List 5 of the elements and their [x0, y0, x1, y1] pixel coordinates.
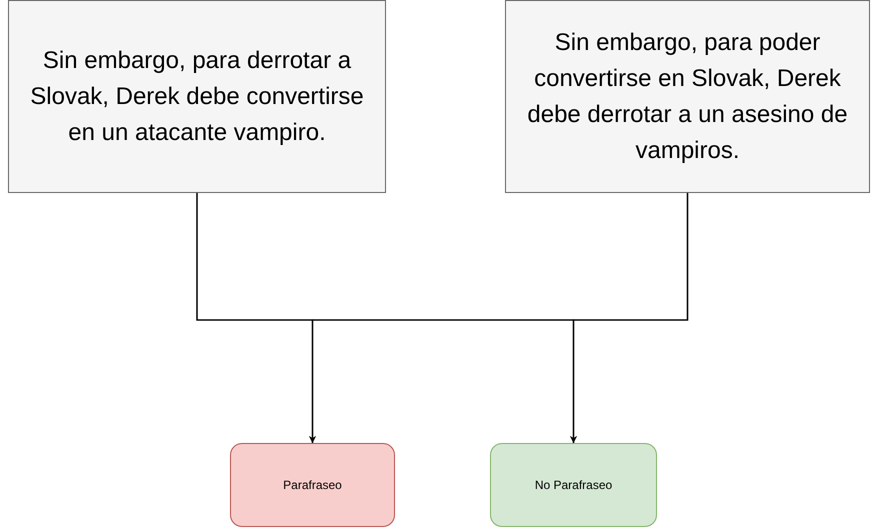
outcome-box: No Parafraseo: [490, 443, 657, 527]
process-box: Sin embargo, para derrotar a Slovak, Derek debe convertirse en un atacante vampiro.: [8, 0, 386, 193]
outcome-box: Parafraseo: [230, 443, 395, 527]
process-box: Sin embargo, para poder convertirse en Slovak, Derek debe derrotar a un asesino de vampiros.: [505, 0, 870, 193]
connector-arrow: [570, 193, 688, 443]
